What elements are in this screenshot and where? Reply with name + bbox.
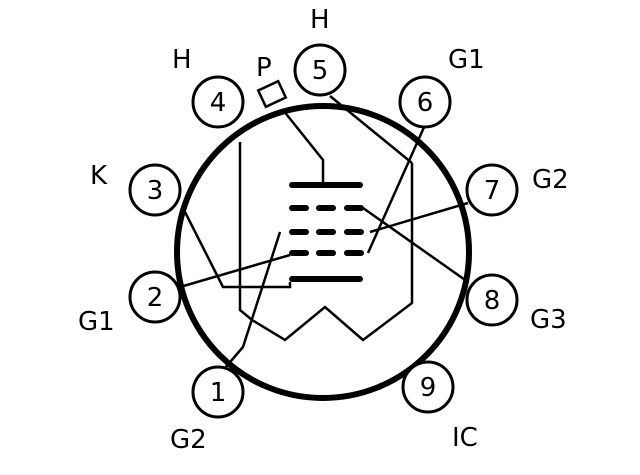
svg-text:2: 2 (147, 283, 164, 313)
pin-5: 5 (293, 43, 347, 97)
pin-5-label: H (310, 5, 330, 35)
svg-text:7: 7 (484, 176, 501, 206)
pin-8: 8 (465, 273, 519, 327)
svg-text:4: 4 (210, 88, 227, 118)
pin-2: 2 (128, 270, 182, 324)
pin-6-label: G1 (448, 45, 485, 75)
plate-cap-label: P (256, 53, 272, 83)
svg-text:6: 6 (417, 88, 434, 118)
pin-1-label: G2 (170, 425, 207, 455)
pin-2-label: G1 (78, 307, 115, 337)
pin-9-label: IC (452, 423, 478, 453)
tube-envelope (174, 103, 472, 401)
pin-4: 4 (191, 75, 245, 129)
plate-cap (256, 79, 288, 109)
pin-7: 7 (465, 163, 519, 217)
pin-8-label: G3 (530, 305, 567, 335)
pin-6: 6 (398, 75, 452, 129)
svg-text:8: 8 (484, 286, 501, 316)
svg-text:9: 9 (420, 373, 437, 403)
pin-3: 3 (128, 163, 182, 217)
pin-3-label: K (90, 161, 108, 191)
pin-7-label: G2 (532, 165, 569, 195)
pin-4-label: H (172, 45, 192, 75)
pin-1: 1 (191, 365, 245, 419)
svg-text:1: 1 (210, 378, 227, 408)
svg-text:3: 3 (147, 176, 164, 206)
svg-text:5: 5 (312, 56, 329, 86)
pin-9: 9 (401, 360, 455, 414)
